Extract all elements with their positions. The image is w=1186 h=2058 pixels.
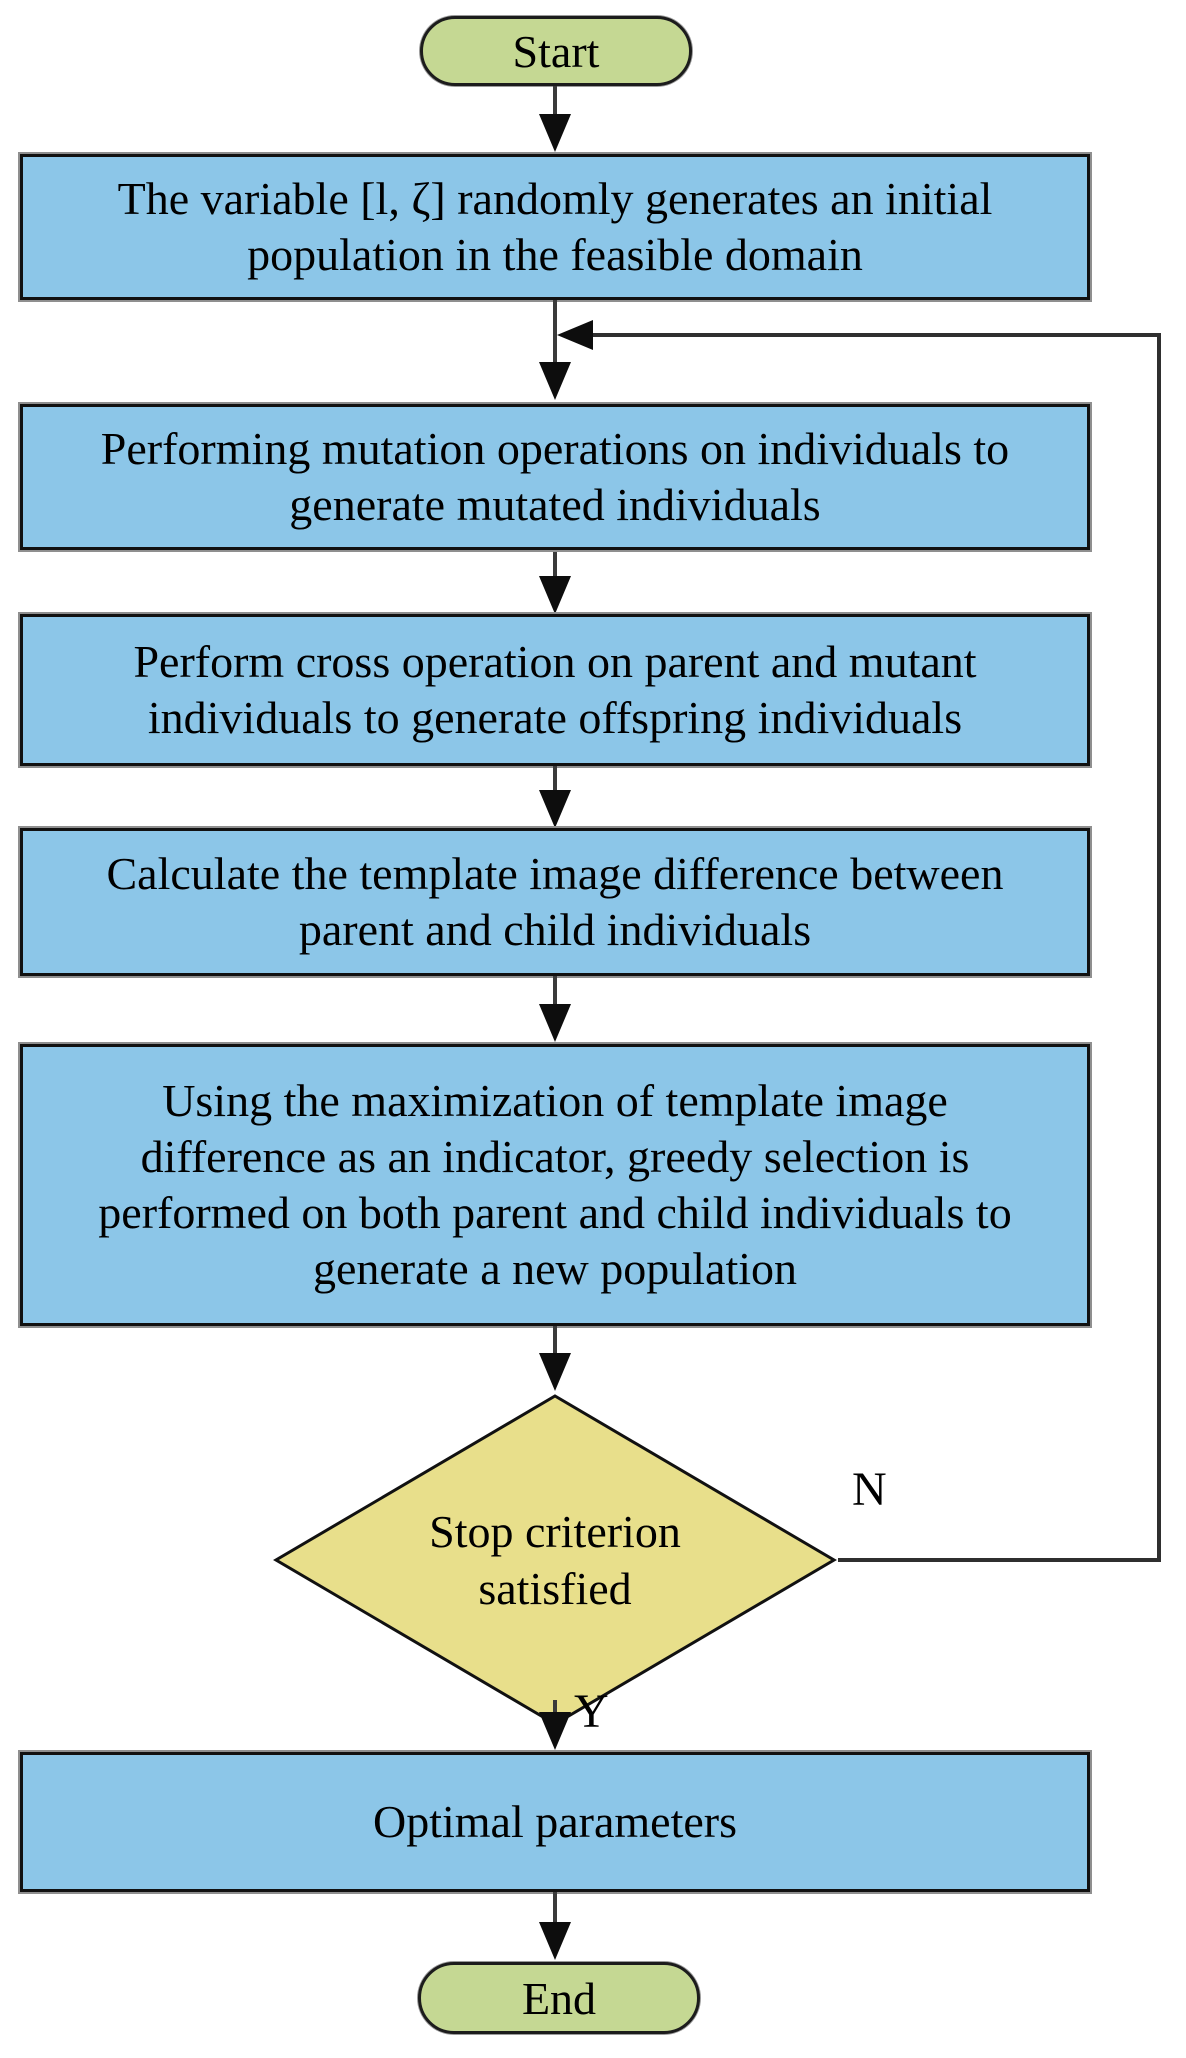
arrowhead-down-icon xyxy=(539,1922,571,1960)
start-label: Start xyxy=(512,25,600,77)
arrowhead-down-icon xyxy=(539,114,571,152)
process-greedy-selection: Using the maximization of template image… xyxy=(20,1044,1090,1326)
process-greedy-selection-label: Using the maximization of template image… xyxy=(98,1074,1012,1295)
start-node: Start xyxy=(420,16,692,86)
process-mutation: Performing mutation operations on indivi… xyxy=(20,404,1090,550)
loop-bottom-segment xyxy=(838,1558,1161,1562)
arrowhead-down-icon xyxy=(539,1004,571,1042)
edge-cross-difference xyxy=(553,766,557,794)
process-initial-population: The variable [l, ζ] randomly generates a… xyxy=(20,154,1090,300)
arrowhead-down-icon xyxy=(539,1712,571,1750)
branch-yes-label: Y xyxy=(574,1685,609,1738)
process-optimal-parameters-label: Optimal parameters xyxy=(372,1795,738,1847)
branch-no-label: N xyxy=(852,1463,887,1516)
loop-top-segment xyxy=(585,333,1160,337)
decision-label: Stop criterion satisfied xyxy=(429,1505,681,1615)
edge-start-init xyxy=(553,86,557,120)
edge-decision-result xyxy=(553,1700,557,1716)
process-mutation-label: Performing mutation operations on indivi… xyxy=(100,422,1010,530)
edge-selection-decision xyxy=(553,1326,557,1358)
process-optimal-parameters: Optimal parameters xyxy=(20,1752,1090,1892)
end-node: End xyxy=(418,1962,700,2034)
process-template-difference: Calculate the template image difference … xyxy=(20,828,1090,976)
arrowhead-down-icon xyxy=(539,576,571,614)
arrowhead-down-icon xyxy=(539,1353,571,1391)
process-initial-population-label: The variable [l, ζ] randomly generates a… xyxy=(117,172,993,280)
edge-result-end xyxy=(553,1892,557,1926)
edge-difference-selection xyxy=(553,976,557,1008)
process-crossover: Perform cross operation on parent and mu… xyxy=(20,614,1090,766)
edge-mutation-cross xyxy=(553,552,557,580)
arrowhead-left-icon xyxy=(557,320,593,350)
arrowhead-down-icon xyxy=(539,362,571,400)
edge-init-mutation xyxy=(553,300,557,368)
loop-right-segment xyxy=(1157,333,1161,1562)
process-crossover-label: Perform cross operation on parent and mu… xyxy=(133,635,977,743)
arrowhead-down-icon xyxy=(539,790,571,828)
end-label: End xyxy=(521,1972,597,2024)
process-template-difference-label: Calculate the template image difference … xyxy=(106,847,1004,955)
